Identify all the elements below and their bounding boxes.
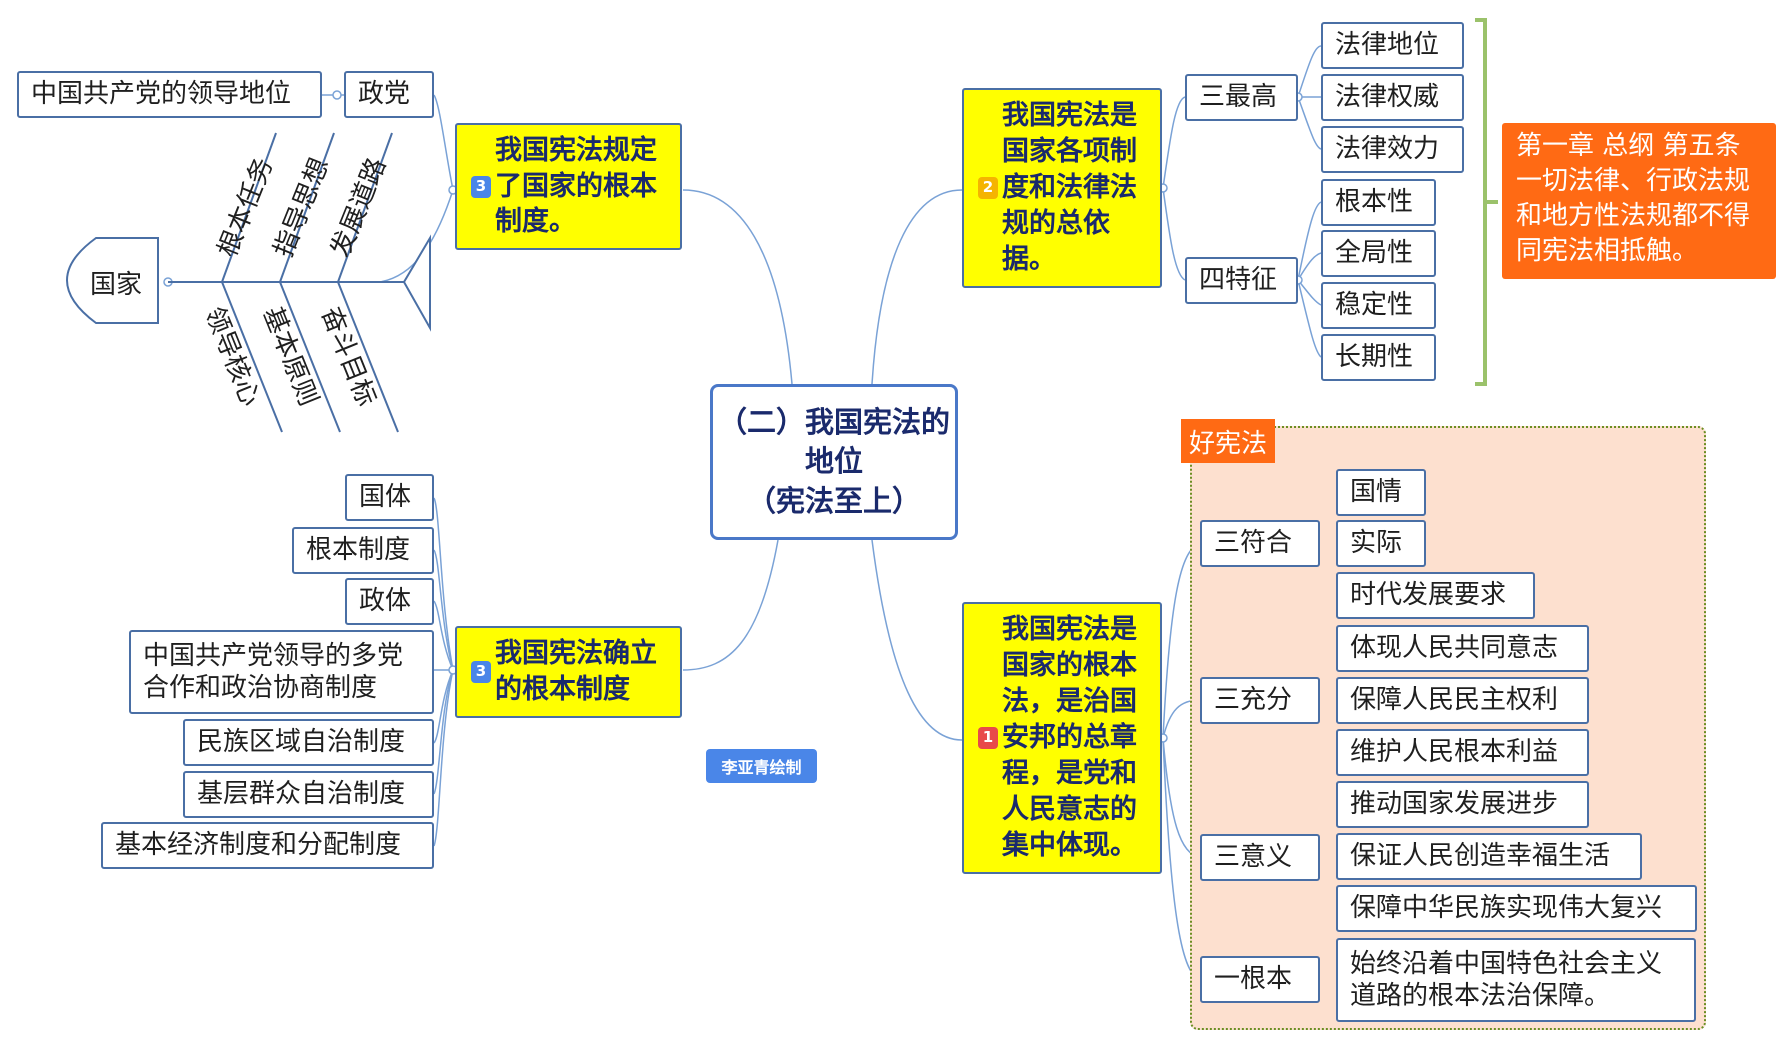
node-four-features[interactable]: 四特征: [1185, 257, 1298, 304]
node-label: 中国共产党的领导地位: [31, 79, 292, 110]
central-topic-label: （二）我国宪法的地位 （宪法至上）: [717, 405, 950, 518]
node-label: 三充分: [1214, 685, 1293, 716]
node-label: 基层群众自治制度: [197, 779, 406, 810]
node-label: 时代发展要求: [1350, 580, 1507, 611]
list-item[interactable]: 国体: [345, 474, 434, 521]
node-label: 基本经济制度和分配制度: [115, 830, 402, 861]
list-item[interactable]: 长期性: [1321, 334, 1436, 381]
topic-label: 我国宪法确立的根本制度: [495, 638, 657, 705]
topic-fundamental-law[interactable]: 1 我国宪法是国家的根本法，是治国安邦的总章程，是党和人民意志的集中体现。: [962, 602, 1162, 874]
node-label: 全局性: [1335, 238, 1414, 269]
list-item[interactable]: 实际: [1336, 520, 1426, 567]
topic-fundamental-system-provision[interactable]: 3 我国宪法规定了国家的根本制度。: [455, 123, 682, 250]
list-item[interactable]: 政体: [345, 578, 434, 625]
author-signature: 李亚青绘制: [706, 749, 817, 783]
topic-label: 我国宪法是国家各项制度和法律法规的总依据。: [1002, 100, 1137, 275]
priority-badge: 3: [471, 661, 491, 683]
node-label: 保障人民民主权利: [1350, 685, 1559, 716]
node-label: 中国共产党领导的多党合作和政治协商制度: [143, 640, 404, 704]
list-item[interactable]: 基层群众自治制度: [183, 771, 434, 818]
node-label: 保障中华民族实现伟大复兴: [1350, 893, 1663, 924]
node-label: 根本性: [1335, 187, 1414, 218]
list-item[interactable]: 保障中华民族实现伟大复兴: [1336, 885, 1697, 932]
list-item[interactable]: 法律地位: [1321, 22, 1464, 69]
constitution-article-note: 第一章 总纲 第五条 一切法律、行政法规和地方性法规都不得同宪法相抵触。: [1502, 123, 1776, 279]
list-item[interactable]: 根本制度: [292, 527, 434, 574]
list-item[interactable]: 基本经济制度和分配制度: [101, 822, 434, 869]
fishbone-diagram: [66, 132, 431, 433]
list-item[interactable]: 维护人民根本利益: [1336, 729, 1589, 776]
node-label: 三最高: [1199, 82, 1278, 113]
node-three-conformities[interactable]: 三符合: [1200, 520, 1320, 567]
node-label: 实际: [1350, 528, 1403, 559]
node-label: 法律权威: [1335, 82, 1440, 113]
node-party[interactable]: 政党: [344, 71, 434, 118]
node-label: 一根本: [1214, 964, 1293, 995]
list-item[interactable]: 时代发展要求: [1336, 572, 1535, 619]
fish-head-label: 国家: [90, 270, 143, 300]
node-label: 四特征: [1199, 265, 1278, 296]
list-item[interactable]: 法律权威: [1321, 74, 1464, 121]
node-label: 始终沿着中国特色社会主义道路的根本法治保障。: [1350, 948, 1663, 1012]
topic-general-basis[interactable]: 2 我国宪法是国家各项制度和法律法规的总依据。: [962, 88, 1162, 288]
list-item[interactable]: 根本性: [1321, 179, 1436, 226]
node-label: 三意义: [1214, 842, 1293, 873]
node-three-highest[interactable]: 三最高: [1185, 74, 1298, 121]
node-label: 法律效力: [1335, 134, 1440, 165]
node-three-significances[interactable]: 三意义: [1200, 834, 1320, 881]
list-item[interactable]: 推动国家发展进步: [1336, 781, 1589, 828]
node-label: 政党: [358, 79, 411, 110]
priority-badge: 2: [978, 177, 998, 199]
priority-badge: 1: [978, 727, 998, 749]
list-item[interactable]: 始终沿着中国特色社会主义道路的根本法治保障。: [1336, 938, 1696, 1022]
list-item[interactable]: 法律效力: [1321, 126, 1464, 173]
priority-badge: 3: [471, 175, 491, 198]
list-item[interactable]: 稳定性: [1321, 282, 1436, 329]
bracket: [1475, 18, 1498, 386]
central-topic[interactable]: （二）我国宪法的地位 （宪法至上）: [710, 384, 958, 540]
list-item[interactable]: 全局性: [1321, 230, 1436, 277]
node-label: 保证人民创造幸福生活: [1350, 841, 1611, 872]
node-label: 三符合: [1214, 528, 1293, 559]
node-label: 国情: [1350, 477, 1403, 508]
list-item[interactable]: 保证人民创造幸福生活: [1336, 833, 1642, 880]
node-three-fullness[interactable]: 三充分: [1200, 677, 1320, 724]
node-label: 长期性: [1335, 342, 1414, 373]
topic-established-fundamental-systems[interactable]: 3 我国宪法确立的根本制度: [455, 626, 682, 718]
node-label: 政体: [359, 586, 412, 617]
node-label: 推动国家发展进步: [1350, 789, 1559, 820]
list-item[interactable]: 民族区域自治制度: [183, 719, 434, 766]
topic-label: 我国宪法规定了国家的根本制度。: [495, 134, 657, 238]
node-party-leadership[interactable]: 中国共产党的领导地位: [17, 71, 322, 118]
list-item[interactable]: 中国共产党领导的多党合作和政治协商制度: [129, 630, 434, 714]
node-label: 法律地位: [1335, 30, 1440, 61]
list-item[interactable]: 保障人民民主权利: [1336, 677, 1589, 724]
node-one-fundamental[interactable]: 一根本: [1200, 956, 1320, 1003]
node-label: 国体: [359, 482, 412, 513]
node-label: 维护人民根本利益: [1350, 737, 1559, 768]
node-label: 体现人民共同意志: [1350, 633, 1559, 664]
node-label: 根本制度: [306, 535, 411, 566]
list-item[interactable]: 国情: [1336, 469, 1426, 516]
topic-label: 我国宪法是国家的根本法，是治国安邦的总章程，是党和人民意志的集中体现。: [1002, 614, 1137, 861]
node-label: 民族区域自治制度: [197, 727, 406, 758]
group-title: 好宪法: [1181, 419, 1276, 463]
list-item[interactable]: 体现人民共同意志: [1336, 625, 1589, 672]
node-label: 稳定性: [1335, 290, 1414, 321]
